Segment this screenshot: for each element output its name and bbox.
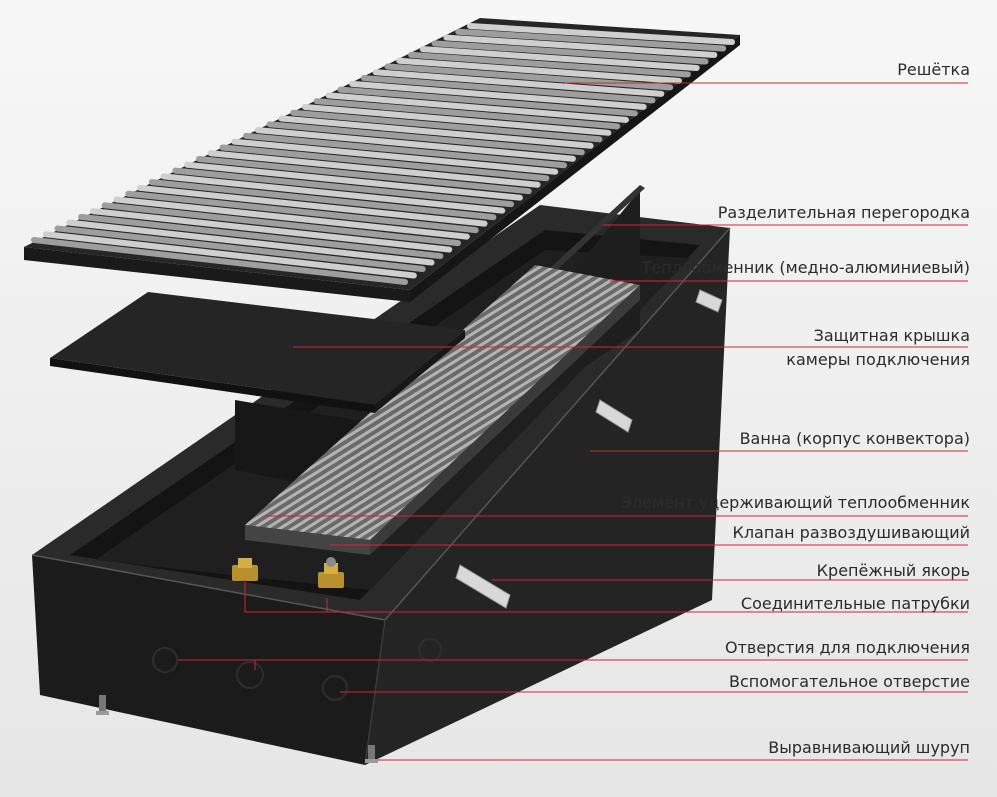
leader-pipes [244,580,968,613]
grille-bar [219,144,550,182]
grille-bar [325,92,629,123]
label-cover-line1: Защитная крышка [813,326,970,345]
grille-bar [195,156,532,195]
grille-bar [349,80,647,110]
grille-bar [384,63,674,91]
grille-bar [467,23,735,45]
heat-exchanger [245,265,640,555]
grille-bar [160,173,506,214]
grille-bar [419,46,700,71]
grille-bar [313,98,621,130]
grille-bar [89,208,453,253]
label-heat-exchanger: Теплообменник (медно-алюминиевый) [641,258,970,277]
label-grille: Решётка [897,60,970,79]
grille-bar [243,132,568,169]
grille-bar [266,121,585,156]
grille-bar [42,231,417,279]
grille-bar [455,28,727,52]
grille-bar [101,202,462,247]
grille-bar [396,57,682,84]
grille-bar [66,219,435,266]
connection-fittings [232,557,344,588]
grille-bar [431,40,709,65]
label-anchor: Крепёжный якорь [816,561,970,580]
label-partition: Разделительная перегородка [717,203,970,222]
label-holes: Отверстия для подключения [724,638,970,657]
grille-bar [231,138,559,175]
grille-bar [278,115,594,149]
grille-bar [372,69,665,97]
grille-bar [172,167,515,208]
label-air-valve: Клапан развоздушивающий [732,523,970,542]
grille-bar [254,127,576,162]
grille-bar [148,179,497,221]
mounting-anchors [455,289,723,609]
grille-bar [360,75,656,104]
grille-bar [78,213,444,260]
grille-bar [137,184,488,227]
label-screw: Выравнивающий шуруп [768,738,970,757]
label-cover-line2: камеры подключения [786,350,970,369]
grille-bar [54,225,426,273]
protective-cover [50,292,465,413]
grille-bar [31,237,408,285]
grille-bar [302,103,612,136]
grille-bar [443,34,718,58]
label-retainer: Элемент удерживающий теплообменник [620,493,970,512]
label-aux-hole: Вспомогательное отверстие [729,672,970,691]
grille-bar [408,51,691,78]
grille-bar [290,109,603,143]
label-pipes: Соединительные патрубки [740,594,970,613]
grille [24,18,740,302]
grille-bar [207,150,541,188]
grille-bar [113,196,470,240]
grille-bar [184,161,523,201]
grille-bar [125,190,479,234]
label-tray: Ванна (корпус конвектора) [739,429,970,448]
grille-bar [337,86,638,117]
